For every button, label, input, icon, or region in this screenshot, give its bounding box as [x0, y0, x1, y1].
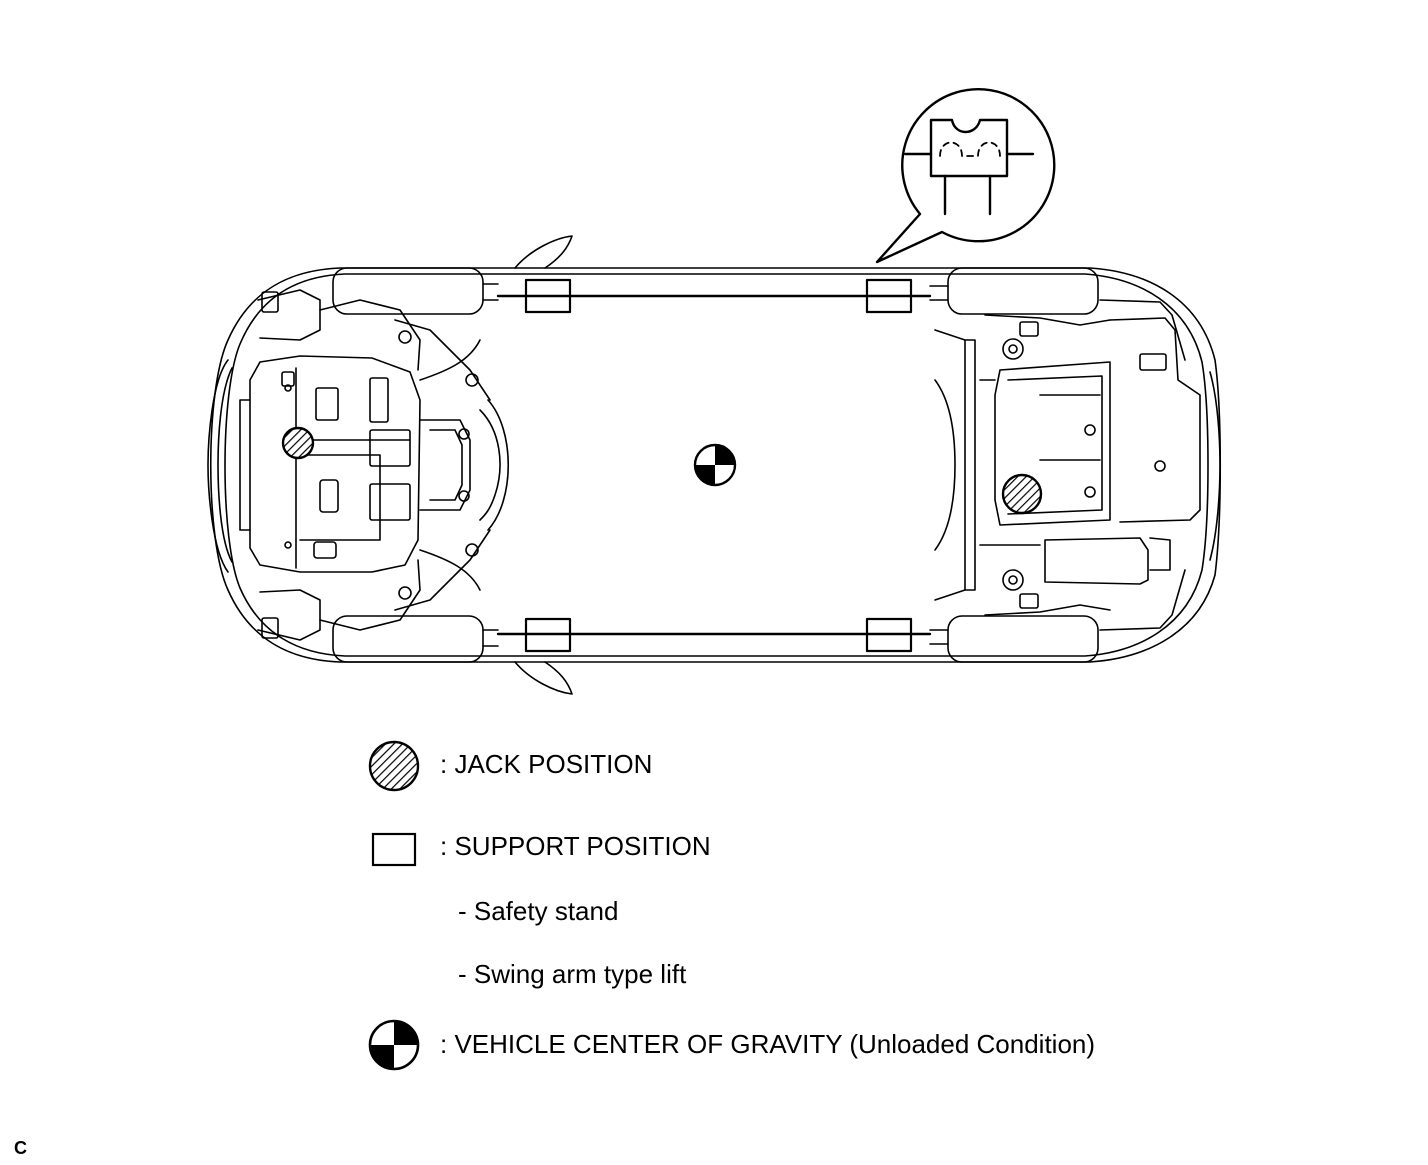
- rear-left-tire: [947, 267, 1099, 315]
- legend-support-label: : SUPPORT POSITION: [440, 831, 711, 861]
- legend-gravity-icon: [368, 1019, 420, 1071]
- support-points: [524, 278, 913, 653]
- jack-points: [281, 426, 1043, 515]
- legend-support-icon: [371, 832, 417, 867]
- jack-point-rear: [1001, 473, 1043, 515]
- center-of-gravity-symbol: [693, 443, 737, 487]
- support-point-front-right: [524, 617, 572, 653]
- support-detail-callout: [875, 88, 1056, 264]
- front-engine-area: [239, 289, 509, 641]
- support-point-rear-right: [865, 617, 913, 653]
- legend-swing-arm-label: - Swing arm type lift: [458, 959, 687, 989]
- support-point-rear-left: [865, 278, 913, 314]
- rear-chassis-area: [934, 299, 1201, 631]
- jack-point-front: [281, 426, 315, 460]
- front-right-tire: [332, 615, 484, 663]
- legend-jack-label: : JACK POSITION: [440, 749, 653, 779]
- vehicle-body-outline: [207, 235, 1222, 695]
- figure-code: C: [14, 1138, 27, 1158]
- legend-gravity-label: : VEHICLE CENTER OF GRAVITY (Unloaded Co…: [440, 1029, 1096, 1059]
- rear-right-tire: [947, 615, 1099, 663]
- legend-jack-icon: [368, 740, 420, 792]
- front-left-tire: [332, 267, 484, 315]
- legend-safety-stand-label: - Safety stand: [458, 896, 619, 926]
- support-point-front-left: [524, 278, 572, 314]
